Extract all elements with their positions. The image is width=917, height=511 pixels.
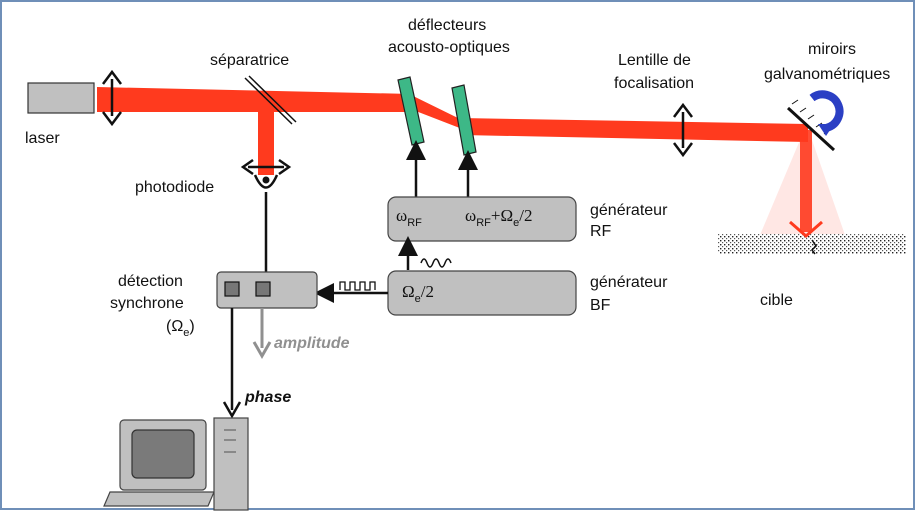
bf-omega-label: Ωe/2 <box>402 282 434 305</box>
label-phase: phase <box>244 389 291 406</box>
lens-laser <box>102 69 122 127</box>
label-miroirs-1: miroirs <box>808 41 856 58</box>
label-lentille-1: Lentille de <box>618 52 691 69</box>
laser-beam <box>97 87 845 235</box>
label-laser: laser <box>25 130 60 147</box>
label-gen-bf-2: BF <box>590 297 611 314</box>
label-deflecteurs-1: déflecteurs <box>408 17 486 34</box>
label-detection-omega: (Ωe) <box>166 318 195 339</box>
detection-port-1 <box>224 281 240 297</box>
label-amplitude: amplitude <box>274 335 350 352</box>
rf-generator <box>387 196 577 242</box>
label-gen-rf-1: générateur <box>590 202 668 219</box>
label-gen-bf-1: générateur <box>590 274 668 291</box>
rotation-arrow-icon <box>809 90 844 136</box>
beam-splitter <box>244 75 297 125</box>
photodiode <box>240 158 292 189</box>
square-wave-icon <box>339 281 376 291</box>
target <box>718 234 906 254</box>
label-deflecteurs-2: acousto-optiques <box>388 39 510 56</box>
detection-port-2 <box>255 281 271 297</box>
label-gen-rf-2: RF <box>590 223 612 240</box>
label-miroirs-2: galvanométriques <box>764 66 890 83</box>
rf-omega-plus-label: ωRF+Ωe/2 <box>465 206 532 229</box>
sine-wave-icon <box>420 258 452 268</box>
label-detection-1: détection <box>118 273 183 290</box>
label-separatrice: séparatrice <box>210 52 289 69</box>
label-lentille-2: focalisation <box>614 75 694 92</box>
label-detection-2: synchrone <box>110 295 184 312</box>
rf-omega-label: ωRF <box>396 206 422 229</box>
label-photodiode: photodiode <box>135 179 214 196</box>
computer-icon <box>103 417 249 511</box>
laser-source <box>27 82 95 114</box>
beam-focus-mark <box>789 220 823 255</box>
label-cible: cible <box>760 292 793 309</box>
focusing-lens <box>673 102 693 158</box>
